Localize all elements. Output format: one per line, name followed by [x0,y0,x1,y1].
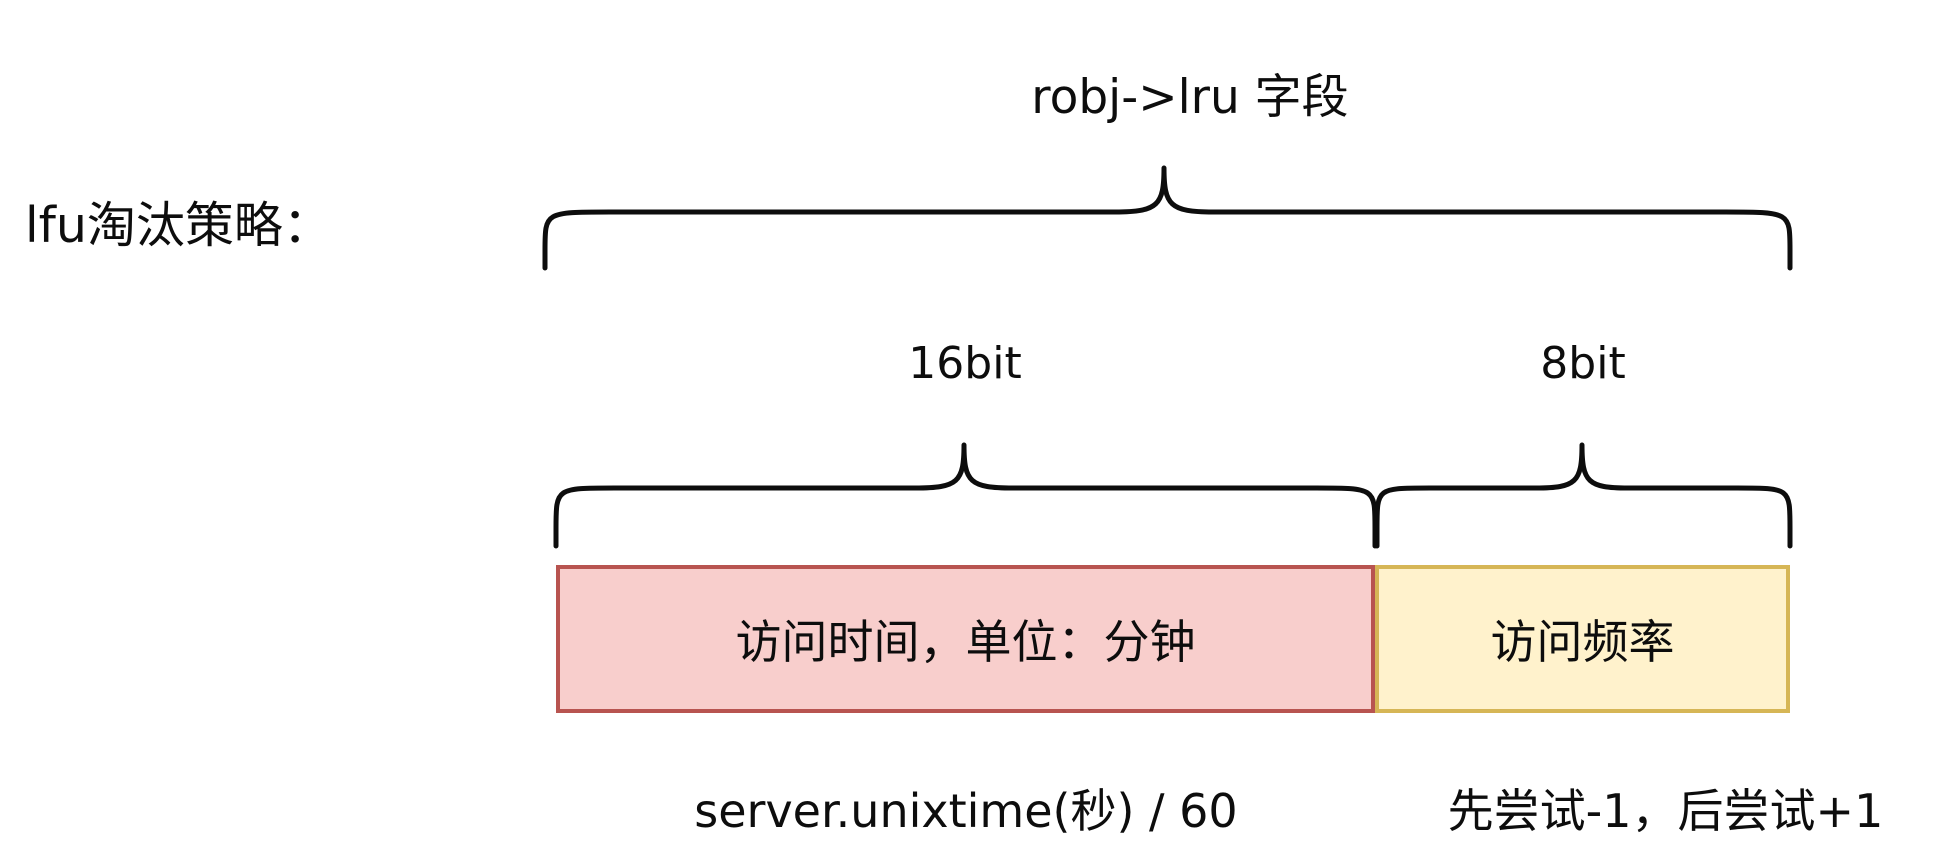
bits16-label: 16bit [908,338,1022,389]
access-frequency-note: 先尝试-1，后尝试+1 [1447,784,1884,838]
access-time-field: 访问时间，单位：分钟 [556,565,1375,713]
access-time-field-label: 访问时间，单位：分钟 [735,615,1196,669]
access-frequency-field-label: 访问频率 [1490,615,1675,669]
field-title: robj->lru 字段 [1031,70,1349,125]
policy-label: lfu淘汰策略： [25,197,332,254]
bits8-brace [1374,442,1793,549]
bits8-label: 8bit [1540,338,1626,389]
access-time-note: server.unixtime(秒) / 60 [694,784,1238,838]
access-frequency-field: 访问频率 [1375,565,1790,713]
bits16-brace [553,442,1378,549]
robj-lru-brace [542,165,1793,271]
